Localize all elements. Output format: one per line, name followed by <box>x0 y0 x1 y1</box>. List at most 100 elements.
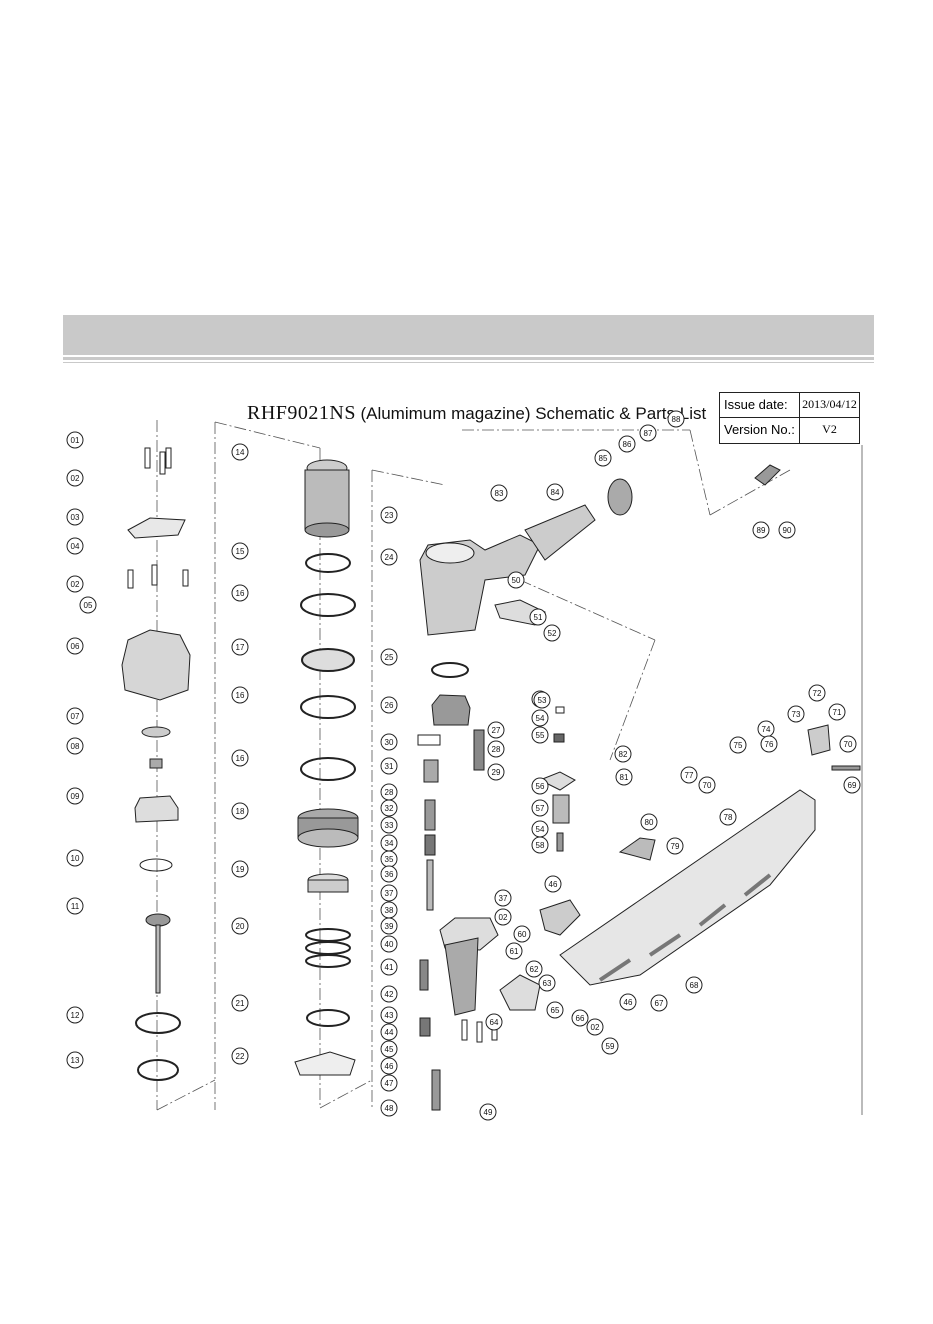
callout-circle <box>787 705 805 723</box>
callout-label: 56 <box>536 782 545 791</box>
part-callout-36: 36 <box>380 865 398 883</box>
callout-label: 53 <box>538 696 547 705</box>
pin-69 <box>831 765 861 771</box>
callout-label: 11 <box>71 902 80 911</box>
exhaust-deflector <box>141 726 171 738</box>
callout-label: 39 <box>385 922 394 931</box>
part-callout-67: 67 <box>650 994 668 1012</box>
callout-label: 38 <box>385 906 394 915</box>
part-callout-05: 05 <box>79 596 97 614</box>
model-number: RHF9021NS <box>247 402 356 424</box>
part-callout-55: 55 <box>531 726 549 744</box>
callout-label: 16 <box>236 589 245 598</box>
part-callout-38: 38 <box>380 901 398 919</box>
issue-date-value: 2013/04/12 <box>802 397 857 411</box>
callout-label: 84 <box>551 488 560 497</box>
callout-circle <box>231 860 249 878</box>
callout-label: 66 <box>576 1014 585 1023</box>
callout-circle <box>66 637 84 655</box>
callout-circle <box>66 508 84 526</box>
part-callout-31: 31 <box>380 757 398 775</box>
callout-circle <box>507 571 525 589</box>
part-callout-87: 87 <box>639 424 657 442</box>
diagram-subtitle: (Alumimum magazine) Schematic & Parts Li… <box>360 404 707 423</box>
head-valve <box>134 795 179 823</box>
callout-circle <box>494 908 512 926</box>
bolt-set-top <box>144 447 172 475</box>
part-callout-29: 29 <box>487 763 505 781</box>
version-row: Version No.: V2 <box>720 418 859 442</box>
cylinder-sleeve-18 <box>297 808 359 848</box>
callout-circle <box>531 777 549 795</box>
callout-label: 42 <box>385 990 394 999</box>
callout-label: 68 <box>690 981 699 990</box>
part-callout-37b: 37 <box>494 889 512 907</box>
callout-circle <box>601 1037 619 1055</box>
callout-circle <box>594 449 612 467</box>
callout-label: 89 <box>757 526 766 535</box>
callout-label: 75 <box>734 741 743 750</box>
part-callout-28: 28 <box>380 783 398 801</box>
callout-label: 62 <box>530 965 539 974</box>
part-callout-53b: 53 <box>533 691 551 709</box>
callout-circle <box>231 542 249 560</box>
callout-circle <box>479 1103 497 1121</box>
callout-label: 13 <box>71 1056 80 1065</box>
callout-label: 70 <box>844 740 853 749</box>
callout-label: 20 <box>236 922 245 931</box>
callout-circle <box>380 1040 398 1058</box>
part-callout-24: 24 <box>380 548 398 566</box>
callout-circle <box>698 776 716 794</box>
callout-circle <box>380 648 398 666</box>
part-callout-76: 76 <box>760 735 778 753</box>
callout-circle <box>619 993 637 1011</box>
callout-label: 33 <box>385 821 394 830</box>
part-callout-19: 19 <box>231 860 249 878</box>
callout-label: 46 <box>624 998 633 1007</box>
callout-circle <box>571 1009 589 1027</box>
end-cap-86 <box>607 478 633 516</box>
callout-label: 23 <box>385 511 394 520</box>
callout-label: 15 <box>236 547 245 556</box>
callout-label: 32 <box>385 804 394 813</box>
callout-label: 27 <box>492 726 501 735</box>
part-callout-34: 34 <box>380 834 398 852</box>
callout-label: 78 <box>724 813 733 822</box>
callout-circle <box>618 435 636 453</box>
o-ring-15 <box>305 553 351 573</box>
part-callout-54b: 54 <box>531 820 549 838</box>
part-callout-85: 85 <box>594 449 612 467</box>
callout-label: 16 <box>236 691 245 700</box>
callout-circle <box>546 1001 564 1019</box>
callout-label: 63 <box>543 979 552 988</box>
callout-label: 44 <box>385 1028 394 1037</box>
magazine-slots <box>598 873 772 982</box>
section-header-band <box>63 315 874 355</box>
callout-circle <box>79 596 97 614</box>
callout-circle <box>66 431 84 449</box>
part-callout-20: 20 <box>231 917 249 935</box>
rail-cover-79 <box>618 837 656 861</box>
part-callout-70b: 70 <box>698 776 716 794</box>
callout-label: 19 <box>236 865 245 874</box>
callout-circle <box>650 994 668 1012</box>
trigger-valve-stack <box>417 734 441 911</box>
callout-label: 73 <box>792 710 801 719</box>
part-callout-16b: 16 <box>231 686 249 704</box>
callout-circle <box>615 768 633 786</box>
follower-71 <box>807 724 831 756</box>
callout-label: 61 <box>510 947 519 956</box>
callout-circle <box>808 684 826 702</box>
part-callout-50: 50 <box>507 571 525 589</box>
callout-label: 14 <box>236 448 245 457</box>
callout-label: 06 <box>71 642 80 651</box>
callout-label: 64 <box>490 1018 499 1027</box>
part-callout-22: 22 <box>231 1047 249 1065</box>
o-ring-21 <box>306 1009 350 1027</box>
part-callout-25: 25 <box>380 648 398 666</box>
callout-circle <box>231 443 249 461</box>
part-callout-66: 66 <box>571 1009 589 1027</box>
part-callout-16: 16 <box>231 584 249 602</box>
part-callout-40: 40 <box>380 935 398 953</box>
callout-circle <box>685 976 703 994</box>
